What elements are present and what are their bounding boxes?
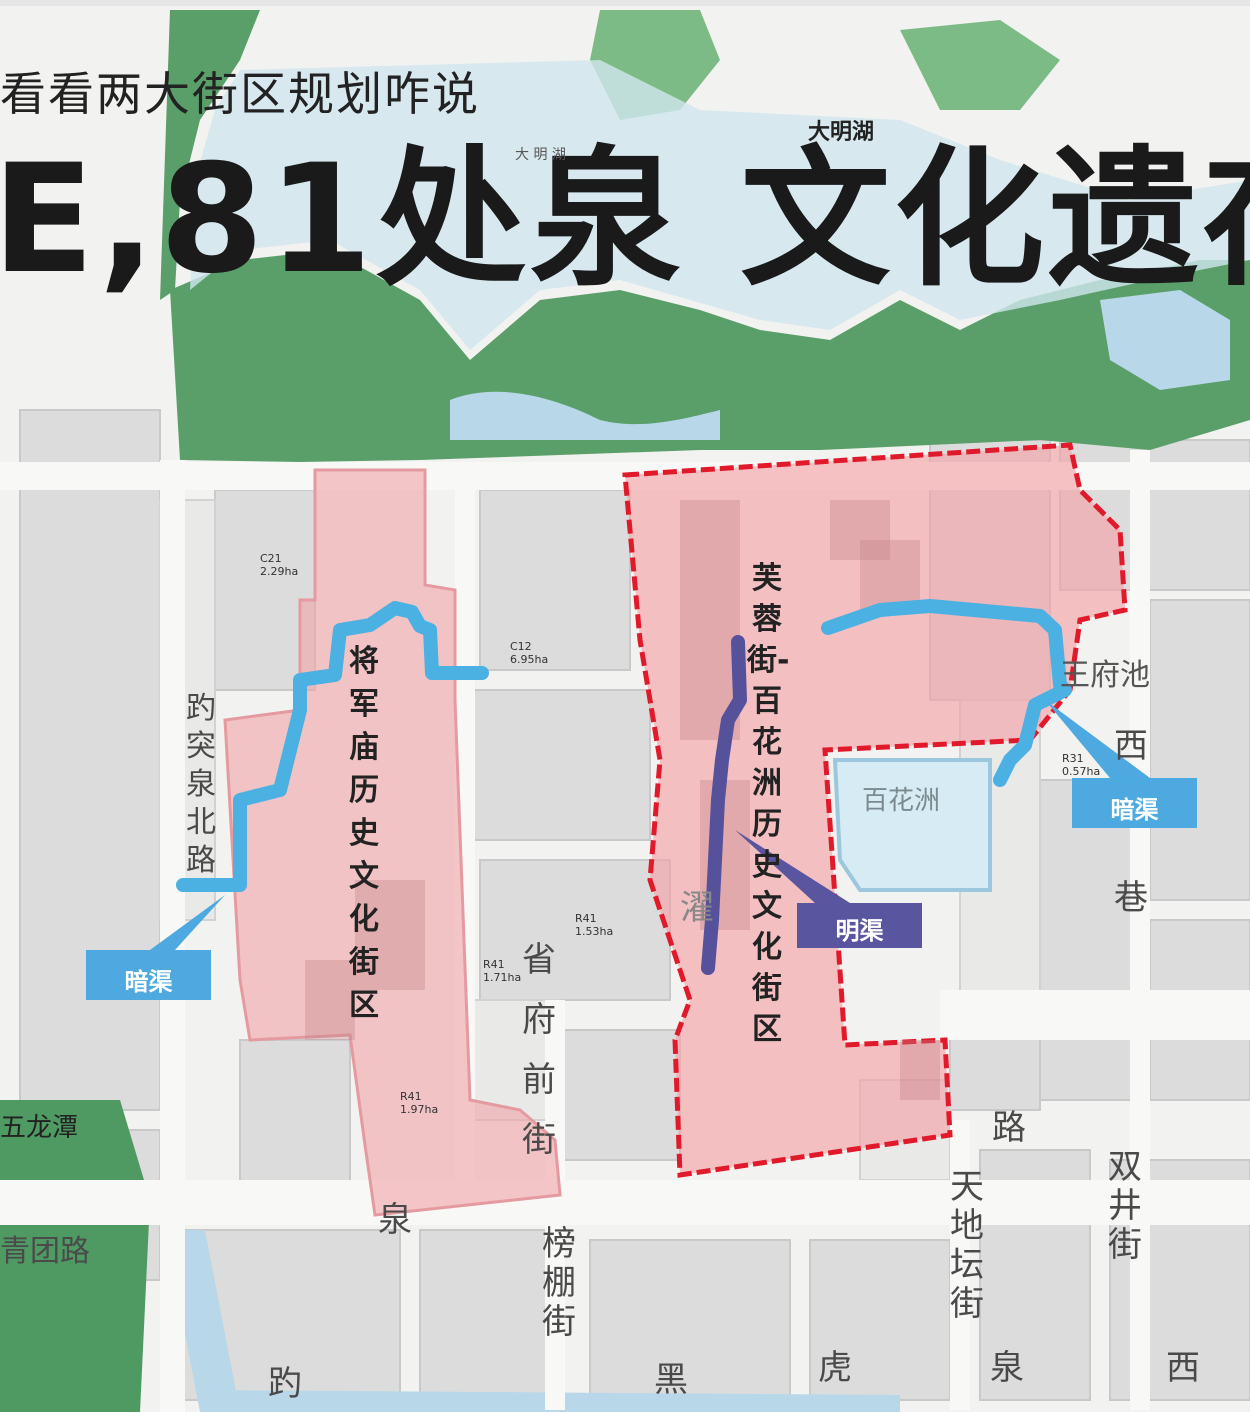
furongjie-label: 芙蓉街-百花洲历史文化街区 [747, 561, 790, 1047]
label-jinpool: 王府池 [1060, 658, 1150, 693]
road-xi: 西 [1166, 1348, 1200, 1388]
road-shuangjing: 双井街 [1108, 1147, 1142, 1265]
jiangjunmiao-label: 将军庙历史文化街区 [349, 644, 379, 1023]
anqu-channel-right [821, 599, 1072, 787]
furongjie-district [622, 442, 1128, 1178]
road-hu: 虎 [818, 1348, 852, 1388]
callout-box-mingqu [797, 903, 922, 948]
road-xi2: 西 [1114, 726, 1148, 766]
road-quancheng: 泉 [378, 1200, 412, 1240]
callout-pointer-right [1045, 700, 1150, 778]
inner-parcels [305, 500, 940, 1100]
callout-pointer-mingqu [735, 830, 850, 903]
anqu-right-text: 暗渠 [1110, 796, 1159, 824]
label-baihuazhou: 百花洲 [862, 786, 941, 816]
road-baotu: 趵 [268, 1364, 302, 1404]
mingqu-channel [701, 635, 747, 975]
road-wulongtan: 五龙潭 [0, 1113, 79, 1143]
label-zhuo: 濯 [680, 888, 714, 928]
top-border [0, 0, 1250, 6]
parcel-tag: R41 1.53ha [575, 912, 614, 938]
road-tiandi: 天地坛街 [950, 1167, 984, 1324]
park-areas [0, 10, 1250, 1412]
road-lu: 路 [992, 1108, 1026, 1148]
road-baotu-north: 趵突泉北路 [186, 691, 216, 878]
anqu-channel-left [176, 601, 489, 892]
parcel-tag: C21 2.29ha [260, 552, 299, 578]
subtitle: 看看两大街区规划咋说 [0, 67, 480, 121]
road-shengfuqian: 省府前街 [522, 940, 556, 1160]
callout-box-left [86, 950, 211, 1000]
callout-pointer-left [150, 895, 225, 950]
parcel-tag: C12 6.95ha [510, 640, 549, 666]
lake-label: 大明湖 [808, 120, 875, 145]
mingqu-text: 明渠 [835, 917, 884, 945]
parcel-tag: R31 0.57ha [1062, 752, 1101, 778]
road-xiang: 巷 [1114, 878, 1148, 918]
callout-box-right [1072, 778, 1197, 828]
parcel-tag: R41 1.97ha [400, 1090, 439, 1116]
anqu-left-text: 暗渠 [124, 968, 173, 996]
road-bangpeng: 榜棚街 [542, 1224, 576, 1342]
parcel-tag: R41 1.71ha [483, 958, 522, 984]
road-quan2: 泉 [990, 1348, 1024, 1388]
road-heihu: 黑 [654, 1360, 688, 1400]
lake-label-small: 大 明 湖 [515, 147, 566, 163]
headline: E,81处泉 文化遗存串 [0, 133, 1250, 307]
road-qingnian: 青团路 [0, 1234, 90, 1269]
